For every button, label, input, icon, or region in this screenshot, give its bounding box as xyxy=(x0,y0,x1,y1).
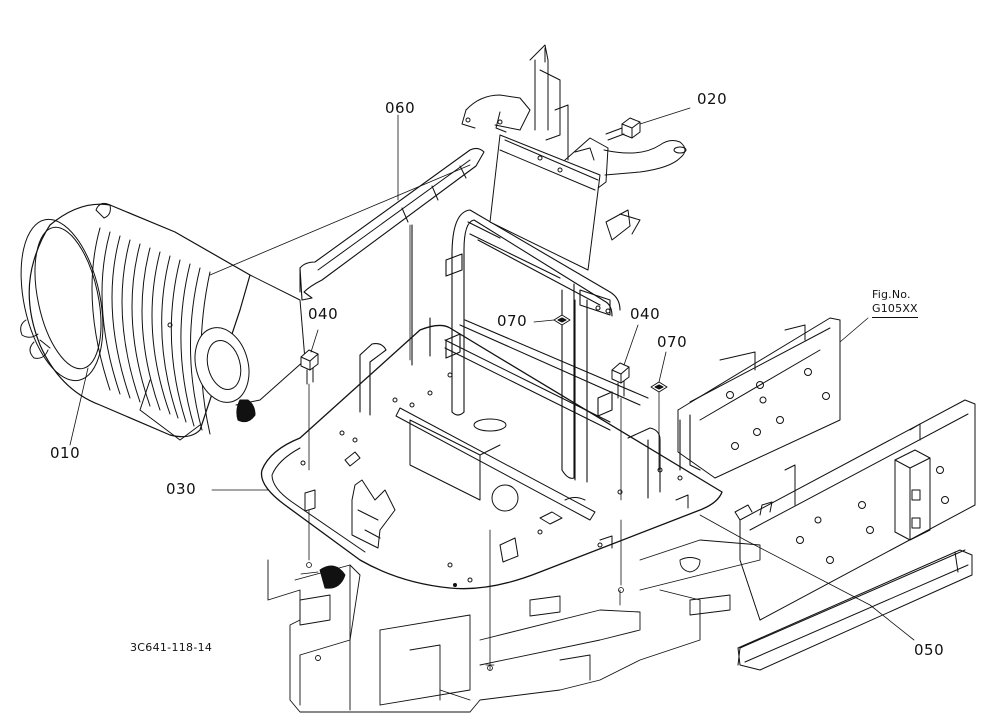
part-070-washer-center xyxy=(554,315,570,325)
part-050-cover xyxy=(738,550,972,670)
callout-040-left: 040 xyxy=(308,305,339,323)
seat-frame xyxy=(360,210,700,498)
part-040-bolt-left xyxy=(301,350,318,384)
figure-reference: Fig.No. G105XX xyxy=(872,288,918,318)
callout-010: 010 xyxy=(50,444,81,462)
part-060-trim-strip xyxy=(300,148,484,300)
part-070-washer-right xyxy=(651,382,667,392)
figure-reference-label: Fig.No. xyxy=(872,288,911,301)
seat-back-bracket xyxy=(462,45,686,270)
part-010-air-cleaner xyxy=(8,203,305,440)
callout-070-center: 070 xyxy=(497,312,528,330)
callout-060: 060 xyxy=(385,99,416,117)
frame-rail-upper xyxy=(678,318,840,478)
part-020-bolt xyxy=(606,118,640,140)
callout-020: 020 xyxy=(697,90,728,108)
callout-030: 030 xyxy=(166,480,197,498)
drawing-code: 3C641-118-14 xyxy=(130,641,213,654)
part-030-floor-plate xyxy=(261,325,722,588)
frame-rail-lower xyxy=(735,400,975,620)
callout-050: 050 xyxy=(914,641,945,659)
part-040-bolt-right xyxy=(612,363,629,398)
callout-040-right: 040 xyxy=(630,305,661,323)
figure-reference-number: G105XX xyxy=(872,302,918,318)
callout-070-right: 070 xyxy=(657,333,688,351)
leader-lines xyxy=(70,108,914,671)
chassis-underframe xyxy=(268,540,760,712)
